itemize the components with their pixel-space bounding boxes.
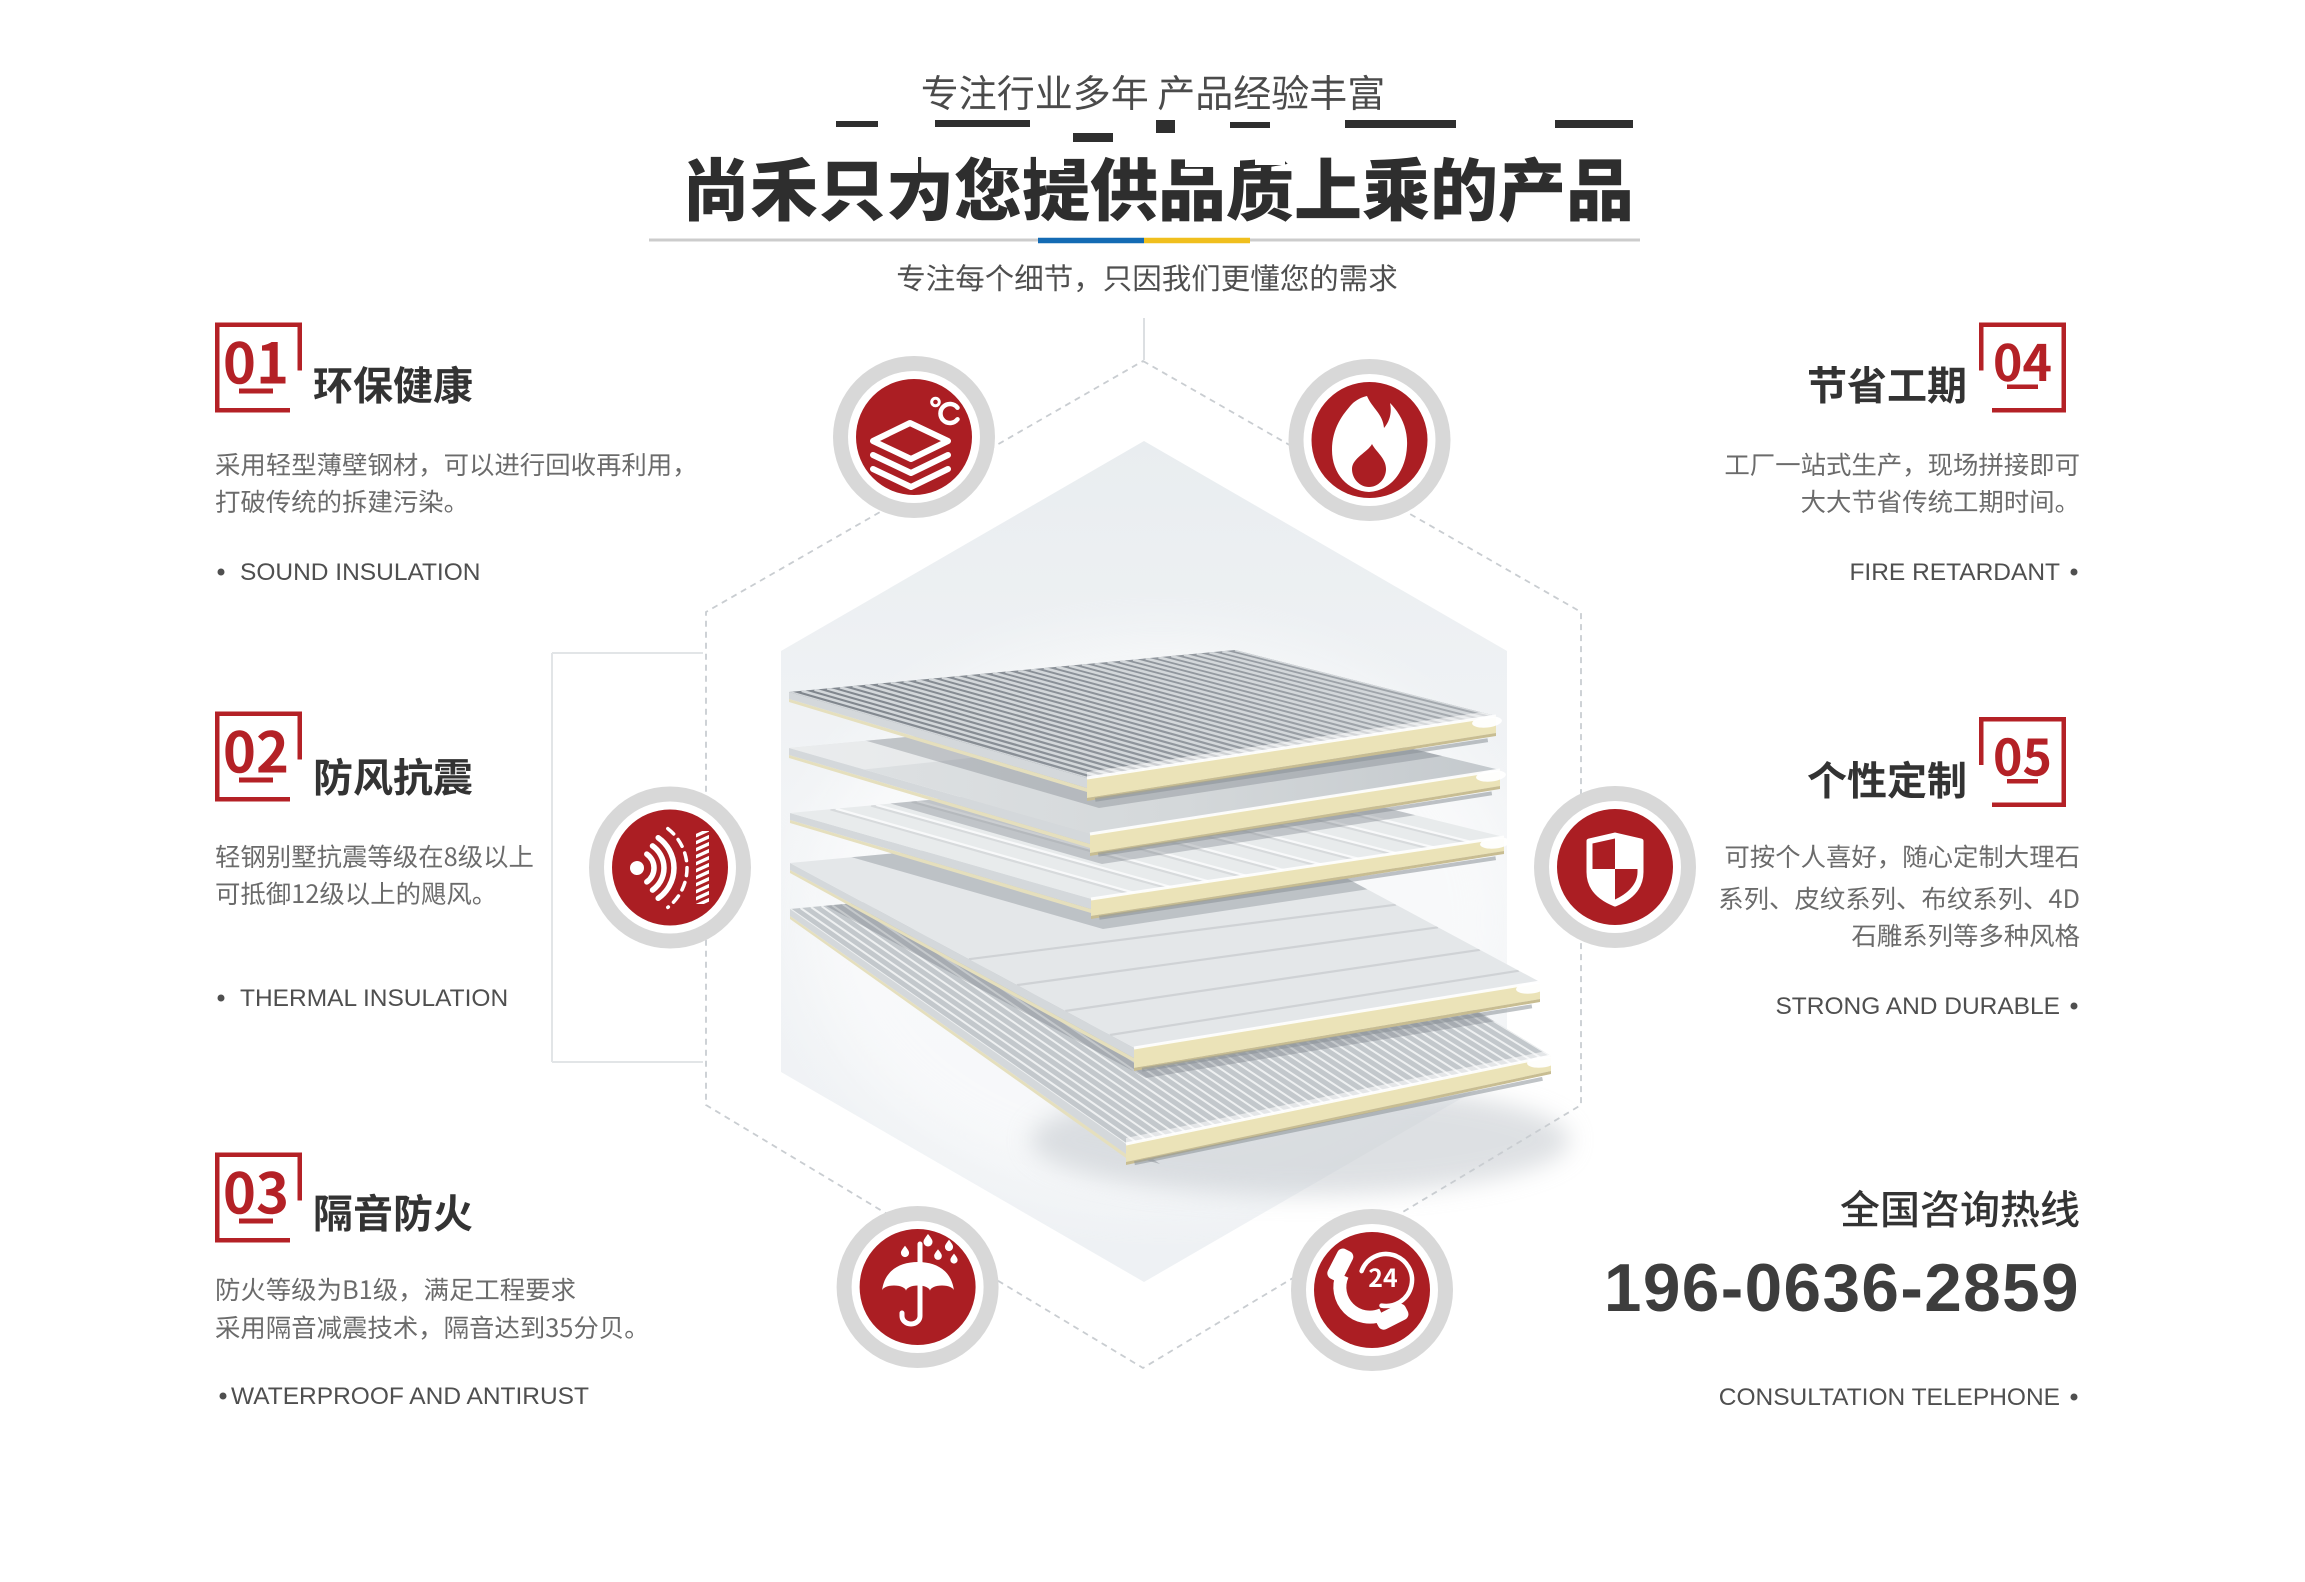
svg-text:STRONG AND DURABLE: STRONG AND DURABLE [1775,993,2060,1020]
svg-text:SOUND INSULATION: SOUND INSULATION [240,559,481,586]
svg-text:THERMAL INSULATION: THERMAL INSULATION [240,985,508,1012]
svg-text:196-0636-2859: 196-0636-2859 [1604,1251,2080,1326]
svg-text:WATERPROOF AND ANTIRUST: WATERPROOF AND ANTIRUST [231,1383,589,1410]
svg-text:FIRE RETARDANT: FIRE RETARDANT [1849,559,2060,586]
svg-text:CONSULTATION TELEPHONE: CONSULTATION TELEPHONE [1719,1384,2060,1411]
